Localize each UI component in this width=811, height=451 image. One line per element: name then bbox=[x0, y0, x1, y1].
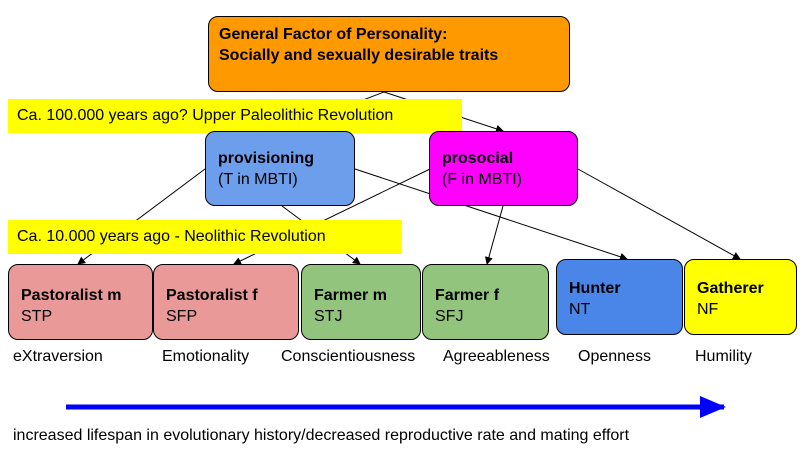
trait-agreeableness: Agreeableness bbox=[443, 348, 550, 365]
pastoralist-f-subtitle: SFP bbox=[166, 308, 198, 325]
trait-extraversion: eXtraversion bbox=[13, 348, 103, 365]
banner-neolithic-text: Ca. 10.000 years ago - Neolithic Revolut… bbox=[17, 228, 326, 245]
farmer-m-title: Farmer m bbox=[314, 287, 387, 304]
edge-prosocial-to-farmer-f bbox=[485, 205, 504, 265]
pastoralist-m-box: Pastoralist m STP bbox=[8, 264, 153, 340]
pastoralist-m-title: Pastoralist m bbox=[21, 287, 122, 304]
hunter-title: Hunter bbox=[569, 280, 621, 297]
pastoralist-m-subtitle: STP bbox=[21, 308, 53, 325]
trait-humility: Humility bbox=[695, 348, 752, 365]
trait-openness: Openness bbox=[578, 348, 651, 365]
trait-emotionality: Emotionality bbox=[162, 348, 250, 365]
farmer-m-box: Farmer m STJ bbox=[301, 264, 421, 340]
gatherer-title: Gatherer bbox=[697, 280, 764, 297]
banner-neolithic: Ca. 10.000 years ago - Neolithic Revolut… bbox=[8, 220, 402, 254]
prosocial-subtitle: (F in MBTI) bbox=[442, 171, 522, 188]
farmer-f-box: Farmer f SFJ bbox=[422, 264, 549, 340]
hunter-subtitle: NT bbox=[569, 301, 591, 318]
timeline-caption: increased lifespan in evolutionary histo… bbox=[13, 427, 630, 444]
gatherer-subtitle: NF bbox=[697, 301, 719, 318]
banner-upper-paleolithic: Ca. 100.000 years ago? Upper Paleolithic… bbox=[8, 99, 462, 133]
edge-provisioning-to-hunter bbox=[354, 168, 628, 261]
provisioning-subtitle: (T in MBTI) bbox=[218, 171, 298, 188]
farmer-f-subtitle: SFJ bbox=[435, 308, 464, 325]
pastoralist-f-box: Pastoralist f SFP bbox=[153, 264, 299, 340]
farmer-f-title: Farmer f bbox=[435, 287, 500, 304]
banner-upper-paleolithic-text: Ca. 100.000 years ago? Upper Paleolithic… bbox=[17, 107, 394, 124]
gfp-title-line1: General Factor of Personality: bbox=[219, 26, 448, 43]
edge-prosocial-to-gatherer bbox=[577, 168, 741, 260]
gatherer-box: Gatherer NF bbox=[684, 259, 797, 335]
pastoralist-f-title: Pastoralist f bbox=[166, 287, 258, 304]
hunter-box: Hunter NT bbox=[556, 259, 683, 335]
farmer-m-subtitle: STJ bbox=[314, 308, 343, 325]
gfp-box: General Factor of Personality: Socially … bbox=[208, 16, 570, 92]
provisioning-box: provisioning (T in MBTI) bbox=[205, 131, 355, 206]
provisioning-title: provisioning bbox=[218, 150, 314, 167]
trait-conscientiousness: Conscientiousness bbox=[281, 348, 416, 365]
prosocial-title: prosocial bbox=[442, 150, 514, 167]
gfp-title-line2: Socially and sexually desirable traits bbox=[219, 47, 499, 64]
prosocial-box: prosocial (F in MBTI) bbox=[429, 131, 578, 206]
